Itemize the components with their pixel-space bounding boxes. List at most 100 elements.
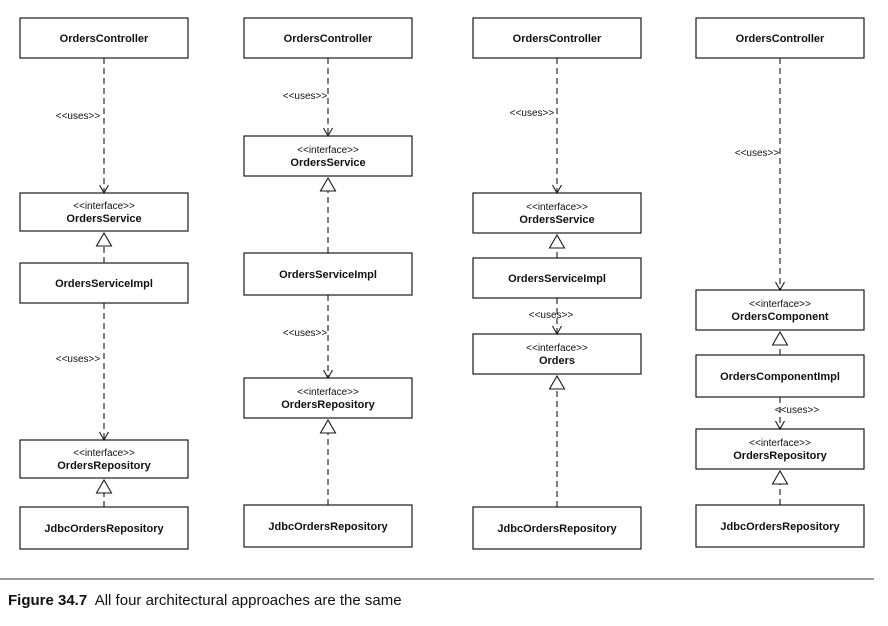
class-name: JdbcOrdersRepository (44, 523, 164, 535)
class-box-orders: <<interface>>Orders (472, 333, 642, 375)
uses-dependency: <<uses>> (775, 397, 820, 431)
stereotype-label: <<interface>> (526, 202, 588, 213)
hollow-triangle-arrowhead (95, 231, 113, 247)
open-arrowhead (775, 420, 785, 431)
open-arrowhead (99, 431, 109, 442)
uses-dependency: <<uses>> (283, 295, 333, 380)
uses-dependency: <<uses>> (283, 58, 333, 138)
class-box-orders-controller: OrdersController (695, 17, 865, 59)
class-box-frame (243, 377, 413, 419)
class-box-orders-controller: OrdersController (243, 17, 413, 59)
figure-number: Figure 34.7 (8, 592, 88, 609)
class-box-orders-service-impl: OrdersServiceImpl (243, 252, 413, 296)
class-box-jdbc-orders-repository: JdbcOrdersRepository (472, 506, 642, 550)
architecture-diagrams: OrdersController<<interface>>OrdersServi… (19, 17, 865, 550)
class-name: OrdersService (519, 214, 594, 226)
stereotype-label: <<interface>> (749, 438, 811, 449)
class-box-frame (472, 506, 642, 550)
open-arrowhead (552, 325, 562, 336)
class-box-frame (19, 439, 189, 479)
open-arrowhead (323, 369, 333, 380)
diagram-1: OrdersController<<interface>>OrdersServi… (19, 17, 189, 550)
class-name: OrdersController (513, 33, 602, 45)
class-box-frame (695, 17, 865, 59)
stereotype-label: <<interface>> (749, 299, 811, 310)
class-name: OrdersRepository (281, 399, 375, 411)
realization-link (95, 478, 113, 507)
class-box-orders-repository: <<interface>>OrdersRepository (243, 377, 413, 419)
realization-link (319, 418, 337, 505)
class-name: JdbcOrdersRepository (268, 521, 388, 533)
uses-label: <<uses>> (56, 111, 101, 122)
class-name: JdbcOrdersRepository (720, 521, 840, 533)
figure-caption-text: All four architectural approaches are th… (94, 592, 402, 609)
class-name: OrdersService (290, 157, 365, 169)
open-arrowhead (99, 184, 109, 195)
realization-link (771, 469, 789, 505)
class-box-frame (19, 17, 189, 59)
uses-label: <<uses>> (775, 405, 820, 416)
class-box-frame (243, 135, 413, 177)
class-box-frame (472, 333, 642, 375)
class-name: Orders (539, 355, 575, 367)
class-name: OrdersServiceImpl (508, 273, 606, 285)
class-name: OrdersComponentImpl (720, 371, 840, 383)
realization-link (319, 176, 337, 253)
class-box-frame (19, 192, 189, 232)
stereotype-label: <<interface>> (73, 448, 135, 459)
class-box-orders-controller: OrdersController (19, 17, 189, 59)
realization-link (548, 374, 566, 507)
class-name: OrdersController (736, 33, 825, 45)
class-box-jdbc-orders-repository: JdbcOrdersRepository (695, 504, 865, 548)
realization-link (548, 233, 566, 258)
class-box-orders-service: <<interface>>OrdersService (243, 135, 413, 177)
uses-label: <<uses>> (510, 108, 555, 119)
class-box-jdbc-orders-repository: JdbcOrdersRepository (19, 506, 189, 550)
uses-dependency: <<uses>> (735, 58, 785, 292)
class-name: OrdersRepository (57, 460, 151, 472)
class-box-orders-service-impl: OrdersServiceImpl (472, 257, 642, 299)
class-box-orders-repository: <<interface>>OrdersRepository (695, 428, 865, 470)
hollow-triangle-arrowhead (319, 176, 337, 192)
uses-label: <<uses>> (283, 328, 328, 339)
class-name: OrdersController (284, 33, 373, 45)
stereotype-label: <<interface>> (526, 343, 588, 354)
hollow-triangle-arrowhead (771, 330, 789, 346)
class-name: JdbcOrdersRepository (497, 523, 617, 535)
class-name: OrdersRepository (733, 450, 827, 462)
figure-caption: Figure 34.7 All four architectural appro… (8, 592, 402, 609)
caption-rule (0, 578, 874, 580)
hollow-triangle-arrowhead (548, 374, 566, 390)
open-arrowhead (552, 184, 562, 195)
class-box-orders-component: <<interface>>OrdersComponent (695, 289, 865, 331)
uses-label: <<uses>> (56, 354, 101, 365)
hollow-triangle-arrowhead (95, 478, 113, 494)
class-box-frame (472, 17, 642, 59)
class-name: OrdersServiceImpl (55, 278, 153, 290)
diagram-4: OrdersController<<interface>>OrdersCompo… (695, 17, 865, 548)
class-box-orders-service-impl: OrdersServiceImpl (19, 262, 189, 304)
class-name: OrdersComponent (731, 311, 829, 323)
uses-dependency: <<uses>> (56, 58, 109, 195)
class-box-frame (695, 289, 865, 331)
class-box-frame (472, 192, 642, 234)
class-box-frame (243, 504, 413, 548)
stereotype-label: <<interface>> (297, 387, 359, 398)
uses-dependency: <<uses>> (56, 303, 109, 442)
realization-link (771, 330, 789, 355)
class-name: OrdersController (60, 33, 149, 45)
open-arrowhead (323, 127, 333, 138)
class-box-orders-service: <<interface>>OrdersService (472, 192, 642, 234)
diagram-3: OrdersController<<interface>>OrdersServi… (472, 17, 642, 550)
class-box-orders-component-impl: OrdersComponentImpl (695, 354, 865, 398)
stereotype-label: <<interface>> (73, 201, 135, 212)
hollow-triangle-arrowhead (319, 418, 337, 434)
uses-dependency: <<uses>> (510, 58, 562, 195)
class-box-orders-service: <<interface>>OrdersService (19, 192, 189, 232)
diagram-2: OrdersController<<interface>>OrdersServi… (243, 17, 413, 548)
uses-dependency: <<uses>> (529, 298, 573, 336)
uses-label: <<uses>> (735, 148, 780, 159)
class-box-orders-controller: OrdersController (472, 17, 642, 59)
class-box-frame (19, 262, 189, 304)
realization-link (95, 231, 113, 263)
